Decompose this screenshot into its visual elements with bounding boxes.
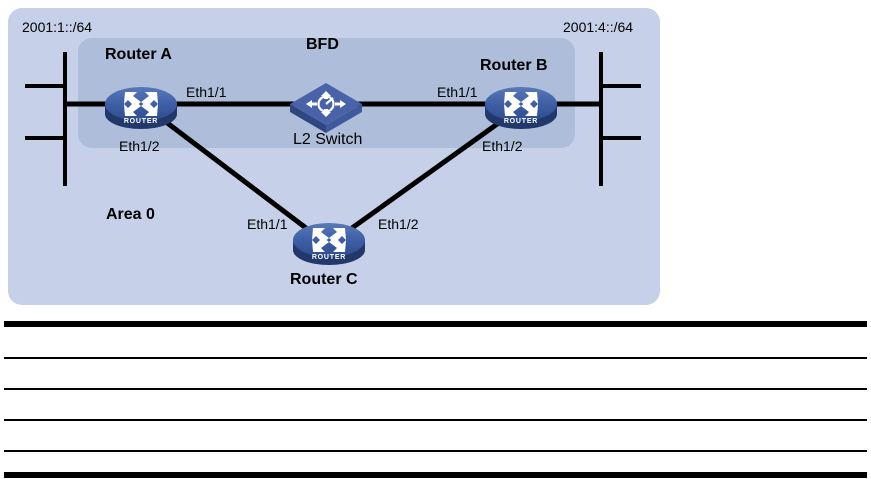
- data-table: [4, 318, 867, 447]
- router-a-label: Router A: [105, 46, 172, 63]
- bfd-label: BFD: [306, 36, 339, 53]
- table-rule-1: [4, 357, 867, 359]
- lan-stub-right-bottom: [601, 136, 641, 140]
- lan-stub-left-top: [25, 84, 65, 88]
- table-cell: [4, 416, 436, 447]
- iface-label-router-b-eth1-2: Eth1/2: [482, 138, 523, 154]
- lan-spine-left: [63, 52, 67, 186]
- lan-bracket-left: [25, 52, 107, 186]
- l2-switch-label: L2 Switch: [293, 131, 363, 148]
- lan-spine-right: [599, 52, 603, 186]
- lan-bracket-right: [599, 52, 643, 186]
- table-cell: [436, 318, 868, 354]
- network-label-right: 2001:4::/64: [563, 19, 634, 35]
- table-rule-3: [4, 419, 867, 421]
- table-rule-4: [4, 450, 867, 452]
- table-row: [4, 416, 867, 447]
- router-badge-a: ROUTER: [123, 118, 159, 125]
- table-bottom-rule: [4, 472, 867, 478]
- lan-stub-right-top: [601, 84, 641, 88]
- area-label: Area 0: [106, 206, 155, 223]
- table-row: [4, 318, 867, 354]
- table-row: [4, 354, 867, 385]
- router-c-label: Router C: [290, 271, 358, 288]
- router-b-icon[interactable]: ROUTER: [483, 78, 559, 130]
- table-cell: [4, 318, 436, 354]
- table-cell: [436, 416, 868, 447]
- router-c-icon[interactable]: ROUTER: [291, 214, 367, 266]
- iface-label-router-c-eth1-2: Eth1/2: [378, 216, 419, 232]
- table-cell: [4, 385, 436, 416]
- router-b-label: Router B: [480, 57, 548, 74]
- table-rule-2: [4, 388, 867, 390]
- iface-label-router-b-eth1-1: Eth1/1: [437, 84, 478, 100]
- table-top-rule: [4, 321, 867, 327]
- table-cell: [436, 385, 868, 416]
- lan-stub-left-bottom: [25, 136, 65, 140]
- table-body: [4, 318, 867, 447]
- router-badge-b: ROUTER: [503, 118, 539, 125]
- router-badge-c: ROUTER: [311, 254, 347, 261]
- table-row: [4, 385, 867, 416]
- iface-label-router-a-eth1-1: Eth1/1: [186, 84, 227, 100]
- table-cell: [436, 354, 868, 385]
- iface-label-router-a-eth1-2: Eth1/2: [119, 138, 160, 154]
- l2-switch-icon[interactable]: [288, 77, 364, 133]
- router-a-icon[interactable]: ROUTER: [103, 78, 179, 130]
- iface-label-router-c-eth1-1: Eth1/1: [247, 216, 288, 232]
- network-label-left: 2001:1::/64: [22, 19, 93, 35]
- table-cell: [4, 354, 436, 385]
